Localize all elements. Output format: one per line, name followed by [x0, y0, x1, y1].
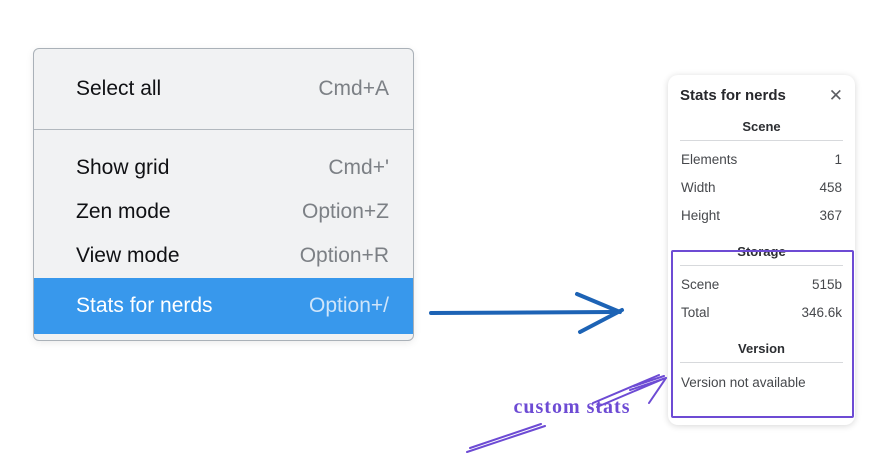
menu-item-shortcut: Cmd+' — [328, 156, 389, 179]
stat-value: 367 — [819, 207, 842, 223]
menu-group-top: Select all Cmd+A — [34, 49, 413, 129]
menu-item-label: Select all — [76, 77, 162, 100]
menu-item-label: Zen mode — [76, 200, 171, 223]
stat-label: Total — [681, 304, 710, 320]
section-heading-storage: Storage — [737, 244, 786, 259]
menu-item-shortcut: Option+/ — [309, 294, 389, 317]
context-menu: Select all Cmd+A Show grid Cmd+' Zen mod… — [33, 48, 414, 341]
flow-arrow — [429, 292, 624, 334]
menu-divider — [34, 129, 413, 130]
stat-value: 515b — [811, 276, 842, 292]
stat-row-elements: Elements 1 — [678, 145, 845, 173]
menu-item-zen-mode[interactable]: Zen mode Option+Z — [34, 190, 413, 234]
divider — [680, 140, 843, 141]
close-icon[interactable]: ✕ — [828, 86, 843, 105]
menu-item-label: Stats for nerds — [76, 294, 213, 317]
version-note: Version not available — [681, 375, 806, 390]
section-heading-scene: Scene — [742, 119, 781, 134]
stat-value: 346.6k — [801, 304, 842, 320]
stat-row-total-size: Total 346.6k — [678, 298, 845, 326]
stat-label: Scene — [681, 276, 720, 292]
stat-value: 1 — [834, 151, 842, 167]
section-storage: Storage Scene 515b Total 346.6k — [678, 244, 845, 326]
menu-group-bottom: Show grid Cmd+' Zen mode Option+Z View m… — [34, 130, 413, 340]
divider — [680, 265, 843, 266]
stats-panel-header: Stats for nerds ✕ — [678, 87, 845, 104]
menu-item-view-mode[interactable]: View mode Option+R — [34, 234, 413, 278]
divider — [680, 362, 843, 363]
menu-item-label: Show grid — [76, 156, 170, 179]
menu-item-select-all[interactable]: Select all Cmd+A — [34, 67, 413, 111]
stat-label: Width — [681, 179, 716, 195]
menu-item-shortcut: Cmd+A — [318, 77, 389, 100]
stats-panel: Stats for nerds ✕ Scene Elements 1 Width… — [668, 75, 855, 425]
stat-value: 458 — [819, 179, 842, 195]
section-heading-version: Version — [738, 341, 785, 356]
stat-label: Elements — [681, 151, 738, 167]
section-version: Version Version not available — [678, 341, 845, 390]
menu-item-shortcut: Option+Z — [302, 200, 389, 223]
annotation-label: custom stats — [513, 396, 631, 418]
stat-row-scene-size: Scene 515b — [678, 270, 845, 298]
stat-row-height: Height 367 — [678, 201, 845, 229]
stat-row-width: Width 458 — [678, 173, 845, 201]
section-scene: Scene Elements 1 Width 458 Height 367 — [678, 119, 845, 229]
menu-item-stats-for-nerds[interactable]: Stats for nerds Option+/ — [34, 278, 413, 334]
panel-title: Stats for nerds — [680, 87, 786, 104]
menu-item-show-grid[interactable]: Show grid Cmd+' — [34, 146, 413, 190]
menu-item-label: View mode — [76, 244, 180, 267]
stat-label: Height — [681, 207, 721, 223]
menu-item-shortcut: Option+R — [299, 244, 389, 267]
